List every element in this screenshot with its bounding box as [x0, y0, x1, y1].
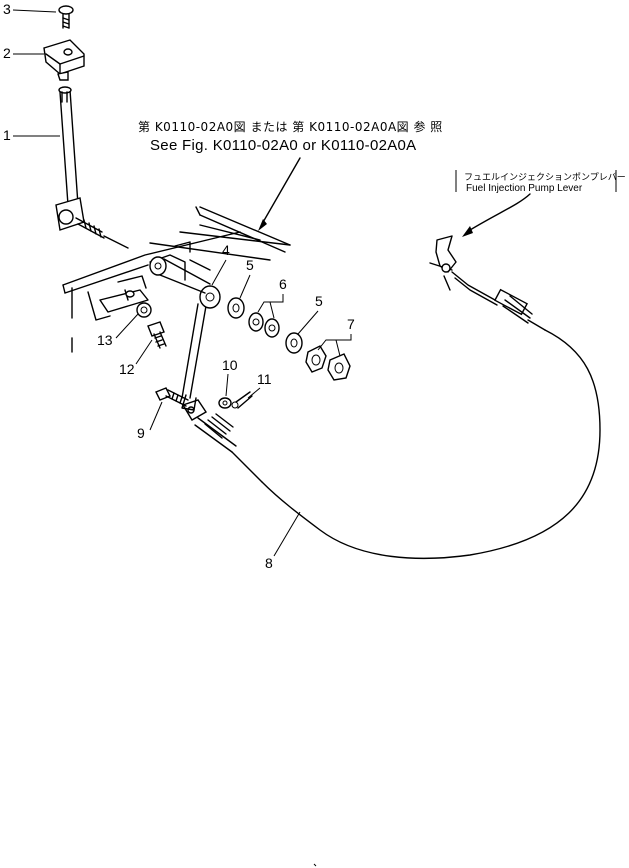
- svg-text:8: 8: [265, 555, 273, 571]
- reference-leader: [258, 157, 301, 231]
- svg-text:7: 7: [347, 316, 355, 332]
- control-cable: [261, 329, 601, 560]
- svg-text:5: 5: [246, 257, 254, 273]
- lever-knob: [43, 39, 85, 81]
- callout-6: 6: [257, 276, 287, 319]
- callout-1: 1: [3, 127, 60, 143]
- svg-text:13: 13: [97, 332, 113, 348]
- washer-5a: [227, 297, 245, 319]
- washer-6b: [264, 318, 280, 338]
- callout-12: 12: [119, 339, 153, 377]
- fuel-injection-pump-lever: [429, 235, 546, 331]
- svg-text:9: 9: [137, 425, 145, 441]
- cable-end-left: [181, 399, 263, 483]
- washer-10: [218, 397, 232, 409]
- pump-lever-note-japanese: フュエルインジェクションポンプレバー: [464, 172, 626, 183]
- callout-5b: 5: [297, 293, 323, 335]
- svg-text:1: 1: [3, 127, 11, 143]
- bracket-frame: [62, 206, 291, 353]
- bolt-12: [147, 321, 167, 349]
- callout-3: 3: [3, 1, 57, 17]
- washer-5b: [285, 332, 303, 354]
- bolt-9: [155, 387, 189, 407]
- svg-text:3: 3: [3, 1, 11, 17]
- pump-lever-note: フュエルインジェクションポンプレバー Fuel Injection Pump L…: [455, 170, 626, 237]
- svg-text:11: 11: [257, 371, 272, 387]
- callout-2: 2: [3, 45, 44, 61]
- callout-10: 10: [222, 357, 238, 397]
- connecting-rod: [181, 285, 221, 411]
- callout-8: 8: [265, 511, 301, 571]
- reference-japanese: 第 K0110-02A0図 または 第 K0110-02A0A図 参 照: [138, 119, 443, 134]
- svg-text:10: 10: [222, 357, 238, 373]
- svg-text:12: 12: [119, 361, 135, 377]
- washer-6a: [248, 312, 264, 332]
- callout-5a: 5: [239, 257, 254, 299]
- svg-text:6: 6: [279, 276, 287, 292]
- cotter-pin: [231, 391, 253, 409]
- screw: [58, 5, 74, 29]
- callout-7: 7: [317, 316, 355, 357]
- svg-text:4: 4: [222, 242, 230, 258]
- nut-7a: [305, 345, 327, 373]
- bottom-mark: [313, 863, 317, 867]
- callout-9: 9: [137, 401, 163, 441]
- svg-text:5: 5: [315, 293, 323, 309]
- callout-11: 11: [247, 371, 272, 399]
- pump-lever-note-english: Fuel Injection Pump Lever: [466, 183, 583, 194]
- callout-4: 4: [211, 242, 230, 286]
- svg-text:2: 2: [3, 45, 11, 61]
- nut-13: [136, 302, 152, 318]
- callout-13: 13: [97, 313, 139, 348]
- control-lever: [55, 86, 129, 249]
- reference-english: See Fig. K0110-02A0 or K0110-02A0A: [150, 137, 416, 154]
- nut-7b: [327, 353, 351, 381]
